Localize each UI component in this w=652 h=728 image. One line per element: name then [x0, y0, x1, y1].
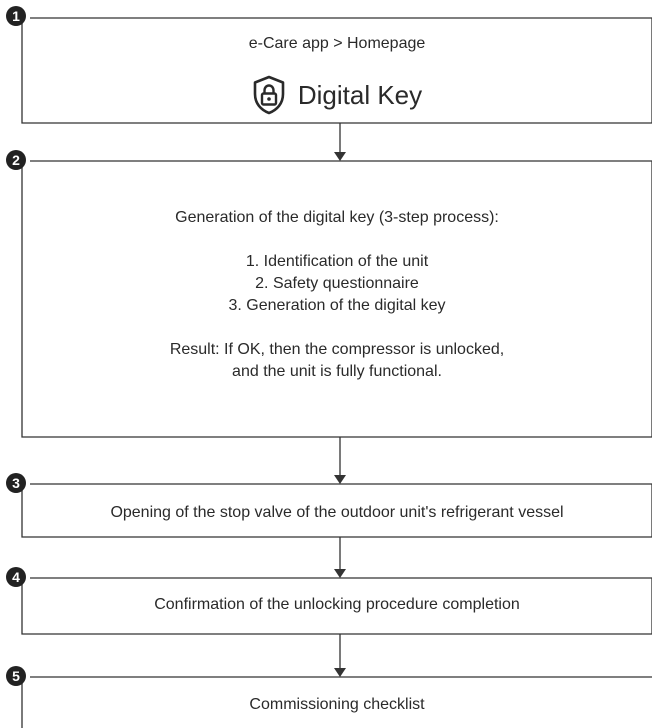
step-3-badge: 3 — [6, 473, 26, 493]
shield-lock-icon — [253, 75, 285, 115]
step-2-content: Generation of the digital key (3-step pr… — [22, 207, 652, 383]
step-2-badge: 2 — [6, 150, 26, 170]
result-line-2: and the unit is fully functional. — [232, 363, 442, 380]
step-4-frame — [21, 577, 652, 635]
app-path-text: e-Care app > Homepage — [248, 35, 426, 52]
substep-2: 2. Safety questionnaire — [255, 275, 419, 292]
step-4-text: Confirmation of the unlocking procedure … — [154, 596, 520, 613]
step-3-text: Opening of the stop valve of the outdoor… — [110, 504, 564, 521]
step-2-frame — [21, 160, 652, 438]
digital-key-label: Digital Key — [297, 79, 423, 110]
step-2-heading: Generation of the digital key (3-step pr… — [175, 209, 499, 226]
step-1-badge: 1 — [6, 6, 26, 26]
step-3-frame — [21, 483, 652, 538]
arrow-head-4 — [334, 668, 346, 677]
step-1-frame — [21, 17, 652, 124]
arrow-head-3 — [334, 569, 346, 578]
digital-key-button: Digital Key — [22, 74, 652, 116]
result-line-1: Result: If OK, then the compressor is un… — [169, 341, 505, 358]
substep-1: 1. Identification of the unit — [245, 253, 429, 270]
step-5-badge: 5 — [6, 666, 26, 686]
step-4-badge: 4 — [6, 567, 26, 587]
arrow-head-1 — [334, 152, 346, 161]
step-5-text: Commissioning checklist — [249, 696, 425, 713]
arrow-head-2 — [334, 475, 346, 484]
substep-3: 3. Generation of the digital key — [228, 297, 446, 314]
